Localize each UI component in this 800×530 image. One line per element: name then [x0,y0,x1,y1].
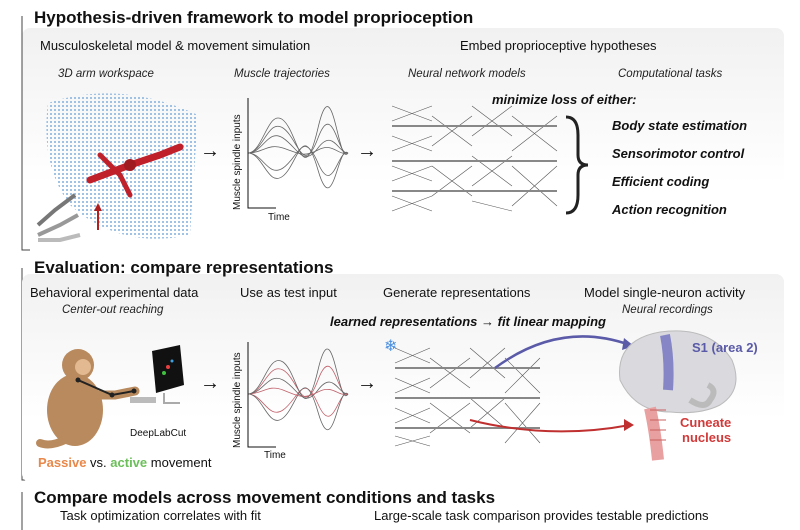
snowflake-icon: ❄ [384,338,398,355]
right-arrow-icon: → [200,140,220,162]
vs-label: vs. [86,455,111,470]
section2-col2: Use as test input [240,285,337,300]
cuneate-label-2: nucleus [682,430,732,445]
passive-label: Passive [38,455,87,470]
sub-neural: Neural recordings [622,304,713,316]
task-2: Sensorimotor control [612,146,745,161]
right-arrow-icon: → [357,140,377,162]
movement-label: movement [147,455,212,470]
sub-center-out: Center-out reaching [62,304,164,316]
sub-trajectories: Muscle trajectories [234,68,330,80]
section2-title: Evaluation: compare representations [34,258,334,277]
section3-left: Task optimization correlates with fit [60,508,261,523]
section1-left-header: Musculoskeletal model & movement simulat… [40,38,311,53]
arm-workspace-illustration [36,93,198,242]
trajectory-plot-1 [247,98,349,209]
curly-brace-icon [565,115,589,215]
section2-col3: Generate representations [383,285,531,300]
section2-col4: Model single-neuron activity [584,285,746,300]
section1-title: Hypothesis-driven framework to model pro… [34,8,474,27]
sub-networks: Neural network models [408,68,526,80]
section1-right-header: Embed proprioceptive hypotheses [460,38,657,53]
task-3: Efficient coding [612,174,710,189]
sub-tasks: Computational tasks [618,68,723,80]
right-arrow-icon: → [200,372,220,394]
neural-network-1 [391,105,558,212]
cuneate-label-1: Cuneate [680,415,732,430]
monkey-icon [36,349,156,449]
brain-icon [619,330,737,461]
right-arrow-icon: → [357,372,377,394]
time-label-2: Time [264,450,286,461]
screen-icon [152,345,184,404]
sub-workspace: 3D arm workspace [58,68,154,80]
task-1: Body state estimation [612,118,748,133]
deeplabcut-label: DeepLabCut [130,428,187,439]
trajectory-plot-2 [247,342,349,448]
section2-col1: Behavioral experimental data [30,285,199,300]
movement-condition: Passive vs. active movement [38,455,211,470]
s1-label: S1 (area 2) [692,340,758,355]
section3-title: Compare models across movement condition… [34,488,496,507]
learned-label: learned representations → fit linear map… [330,314,606,329]
time-label-1: Time [268,212,290,223]
active-label: active [110,455,148,470]
minimize-label: minimize loss of either: [492,92,637,107]
section3-right: Large-scale task comparison provides tes… [374,508,709,523]
task-4: Action recognition [612,202,727,217]
